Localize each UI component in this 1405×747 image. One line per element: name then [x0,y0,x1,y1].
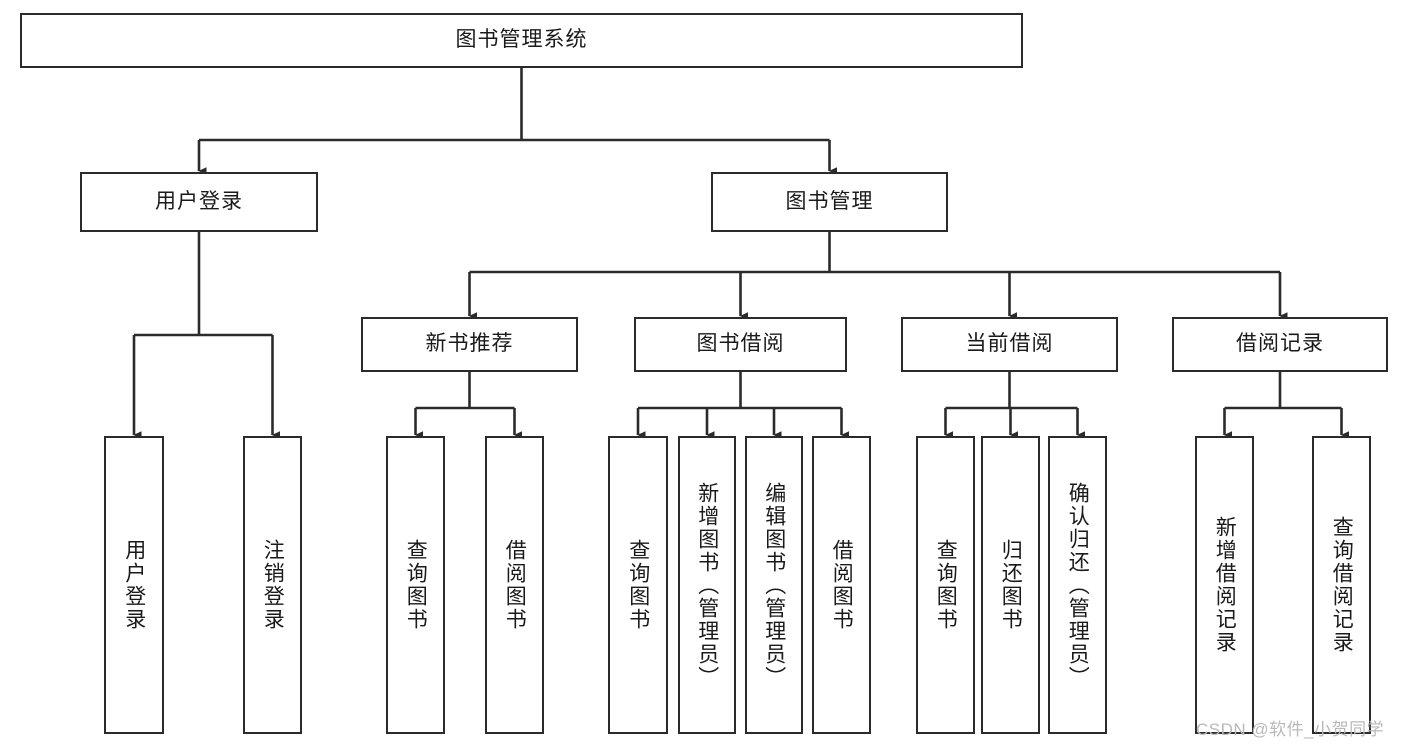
node-root-system[interactable]: 图书管理系统 [20,13,1023,68]
node-leaf-query-book-cur[interactable]: 查询图书 [916,436,975,734]
node-book-manage-label: 图书管理 [785,189,874,213]
node-new-book-rec[interactable]: 新书推荐 [361,317,578,372]
node-leaf-query-book-rec-label: 查询图书 [404,539,428,631]
node-leaf-confirm-return-admin[interactable]: 确认归还（管理员） [1048,436,1107,734]
node-leaf-return-book-label: 归还图书 [999,539,1023,631]
node-leaf-borrow-book-rec[interactable]: 借阅图书 [485,436,544,734]
node-leaf-add-borrow-record-label: 新增借阅记录 [1213,516,1237,654]
tree-edges [132,68,1350,439]
node-leaf-query-book-rec[interactable]: 查询图书 [386,436,445,734]
node-leaf-query-borrow-record[interactable]: 查询借阅记录 [1312,436,1371,734]
node-leaf-edit-book-admin[interactable]: 编辑图书（管理员） [745,436,803,734]
node-leaf-query-borrow-record-label: 查询借阅记录 [1330,516,1354,654]
node-leaf-user-login[interactable]: 用户登录 [104,436,164,734]
node-leaf-user-logout-label: 注销登录 [261,539,285,631]
node-leaf-query-book-borrow-label: 查询图书 [626,539,650,631]
node-leaf-add-borrow-record[interactable]: 新增借阅记录 [1195,436,1254,734]
node-root-label: 图书管理系统 [455,28,588,52]
node-leaf-edit-book-admin-label: 编辑图书（管理员） [762,481,786,689]
node-leaf-borrow-book[interactable]: 借阅图书 [812,436,871,734]
node-leaf-borrow-book-rec-label: 借阅图书 [503,539,527,631]
node-leaf-borrow-book-label: 借阅图书 [830,539,854,631]
node-book-borrow[interactable]: 图书借阅 [634,317,847,372]
node-leaf-user-logout[interactable]: 注销登录 [243,436,302,734]
node-leaf-return-book[interactable]: 归还图书 [981,436,1040,734]
node-current-borrow-label: 当前借阅 [965,332,1054,356]
node-user-login-label: 用户登录 [155,189,243,213]
node-borrow-record-label: 借阅记录 [1236,332,1324,356]
node-leaf-user-login-label: 用户登录 [122,539,146,631]
node-book-borrow-label: 图书借阅 [696,332,785,356]
node-leaf-confirm-return-admin-label: 确认归还（管理员） [1066,481,1090,689]
node-leaf-add-book-admin-label: 新增图书（管理员） [695,481,719,689]
node-borrow-record[interactable]: 借阅记录 [1172,317,1388,372]
node-leaf-add-book-admin[interactable]: 新增图书（管理员） [678,436,736,734]
node-new-book-rec-label: 新书推荐 [425,332,514,356]
node-leaf-query-book-borrow[interactable]: 查询图书 [608,436,668,734]
node-current-borrow[interactable]: 当前借阅 [901,317,1118,372]
node-user-login[interactable]: 用户登录 [80,172,318,232]
node-book-manage[interactable]: 图书管理 [711,172,948,232]
node-leaf-query-book-cur-label: 查询图书 [934,539,958,631]
